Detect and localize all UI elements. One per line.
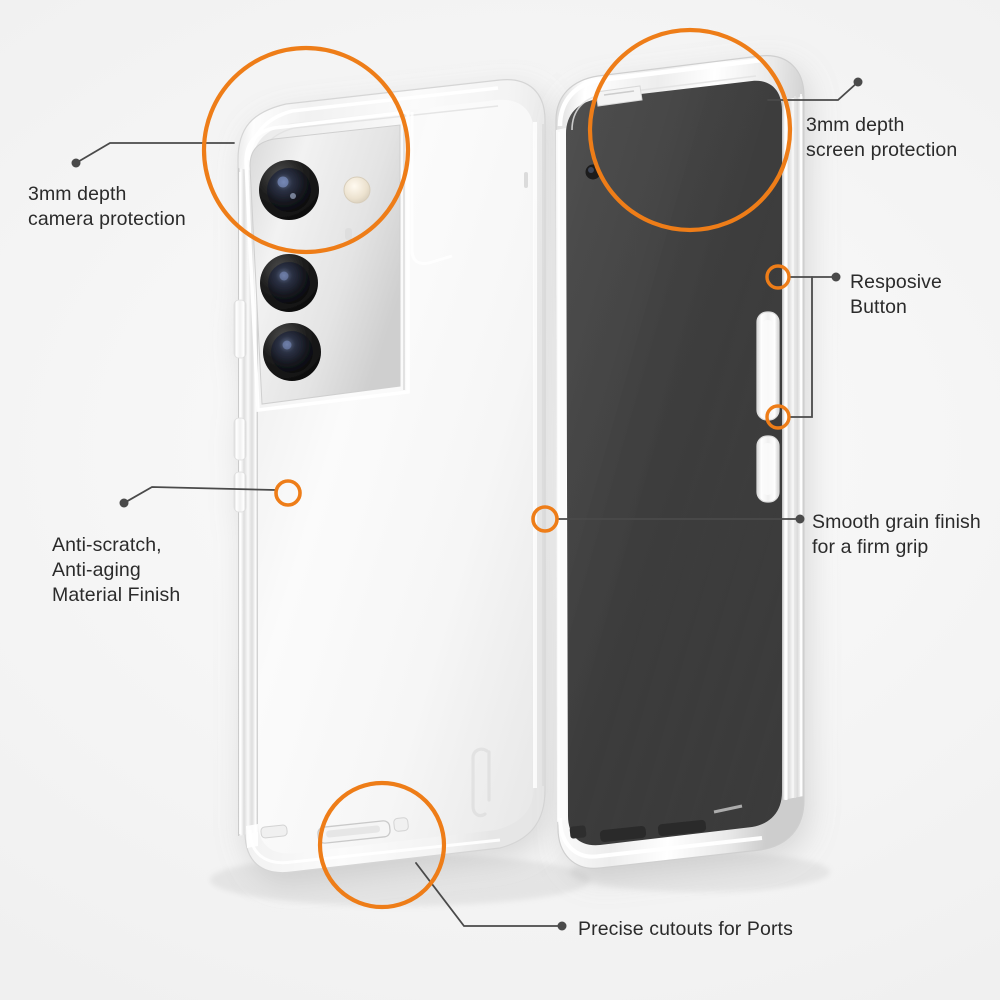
callout-highlight-circles bbox=[201, 27, 793, 910]
callout-label-camera-protection: 3mm depth camera protection bbox=[28, 183, 186, 230]
camera-flash bbox=[343, 176, 371, 204]
callout-label-screen-protection: 3mm depth screen protection bbox=[806, 114, 958, 161]
front-phone-group bbox=[555, 55, 805, 869]
back-phone-camera-module bbox=[244, 110, 453, 412]
camera-lens-2 bbox=[268, 262, 310, 304]
front-case-bottom-lip bbox=[558, 817, 763, 859]
highlight-camera-protection bbox=[201, 45, 411, 255]
highlight-material-finish bbox=[274, 479, 302, 507]
callout-label-port-cutouts: Precise cutouts for Ports bbox=[578, 918, 793, 940]
back-case-button-bump-2 bbox=[233, 417, 247, 461]
back-case-button-bump-3 bbox=[233, 471, 247, 513]
front-case-left-sliver bbox=[556, 128, 566, 822]
camera-lens-3 bbox=[271, 331, 313, 373]
callout-label-grain-finish: Smooth grain finish for a firm grip bbox=[812, 511, 981, 558]
front-case-top-lip bbox=[557, 57, 763, 127]
front-usb-c-cutout bbox=[599, 826, 647, 842]
callout-label-responsive-button: Resposive Button bbox=[850, 271, 942, 318]
highlight-responsive-button-bottom bbox=[765, 404, 791, 430]
camera-mic-hole bbox=[345, 228, 352, 240]
front-phone-side-buttons bbox=[756, 311, 780, 503]
case-brand-emboss bbox=[471, 747, 491, 818]
front-speaker-cutout bbox=[657, 819, 707, 837]
callout-leaders bbox=[71, 77, 863, 931]
highlight-grain-finish bbox=[531, 505, 559, 533]
leader-responsive-button-branch bbox=[788, 276, 813, 418]
highlight-port-cutouts bbox=[317, 780, 447, 910]
leader-material-finish bbox=[123, 486, 277, 504]
leader-screen-protection bbox=[767, 81, 859, 101]
back-phone-antenna-slit bbox=[524, 172, 528, 188]
camera-lens-1 bbox=[267, 168, 311, 212]
highlight-screen-protection bbox=[587, 27, 793, 233]
callout-label-material-finish: Anti-scratch, Anti-aging Material Finish bbox=[52, 534, 181, 606]
front-phone-bottom-ports bbox=[569, 804, 743, 842]
front-phone-screen-sheen bbox=[566, 80, 782, 846]
back-phone-group bbox=[233, 79, 546, 874]
back-case-button-bump-1 bbox=[233, 299, 247, 359]
highlight-responsive-button-top bbox=[765, 264, 791, 290]
leader-camera-protection bbox=[75, 142, 235, 164]
back-phone-bottom-ports bbox=[246, 817, 409, 848]
